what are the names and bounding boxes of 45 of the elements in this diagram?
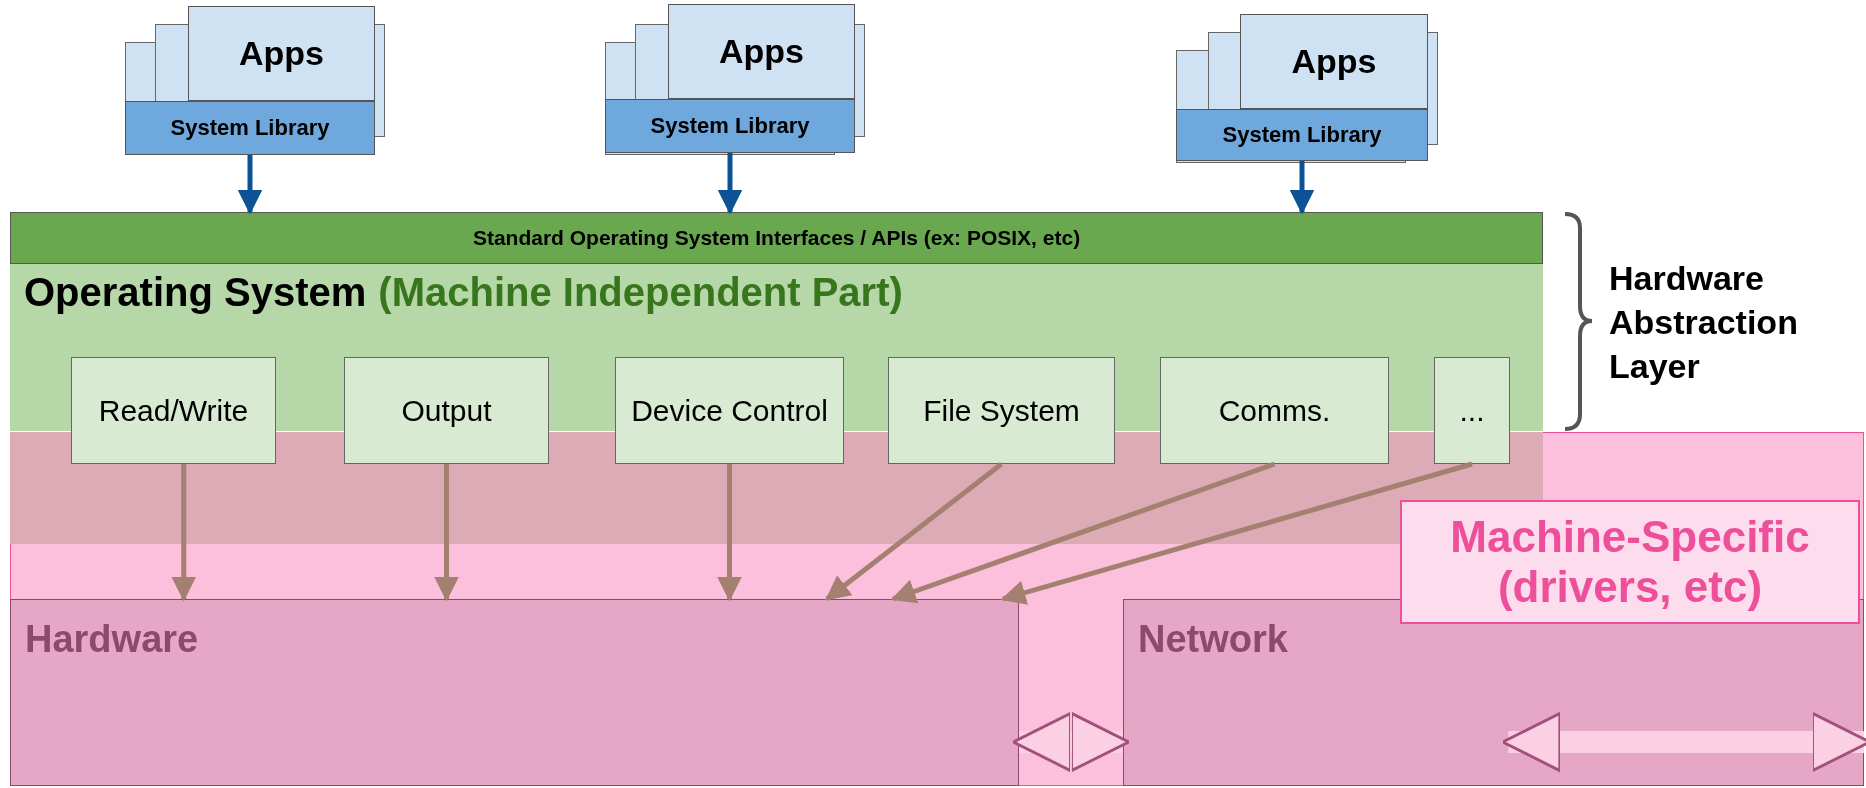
hardware-box [10, 599, 1019, 786]
library-bar [1176, 109, 1428, 161]
library-label: System Library [1222, 122, 1382, 148]
arrow [717, 153, 743, 215]
window-title: Apps [1291, 42, 1377, 81]
module-box [1160, 357, 1389, 464]
module-box [888, 357, 1115, 464]
double-arrow [1501, 711, 1866, 773]
window-title: Apps [719, 32, 804, 71]
arrow [171, 464, 197, 602]
label-box [1400, 500, 1860, 624]
arrow [1289, 161, 1315, 215]
arrow [237, 155, 263, 215]
module-label: Read/Write [98, 393, 249, 428]
module-label: Device Control [631, 393, 828, 428]
panel-title: Operating System [24, 270, 367, 315]
module-box [1434, 357, 1510, 464]
region-title: Network [1138, 618, 1288, 661]
double-arrow [1011, 711, 1131, 773]
layer-label: Hardware Abstraction Layer [1609, 258, 1799, 387]
module-label: ... [1459, 393, 1485, 428]
label-text: Machine-Specific (drivers, etc) [1449, 512, 1811, 612]
module-label: Output [401, 393, 492, 428]
api-label: Standard Operating System Interfaces / APIs (ex: POSIX, etc) [472, 226, 1081, 250]
api-bar [10, 212, 1543, 264]
library-label: System Library [170, 115, 330, 141]
library-label: System Library [650, 113, 810, 139]
module-label: File System [923, 393, 1080, 428]
library-bar [125, 101, 375, 155]
panel-subtitle: (Machine Independent Part) [378, 270, 903, 315]
module-box [71, 357, 276, 464]
region-title: Hardware [25, 618, 199, 661]
arrow [717, 464, 742, 602]
module-box [344, 357, 549, 464]
module-label: Comms. [1218, 393, 1331, 428]
window-title: Apps [239, 34, 324, 73]
apps-window [1240, 14, 1428, 109]
arrow [825, 462, 1004, 601]
arrow [890, 461, 1276, 604]
arrow [1000, 461, 1473, 605]
library-bar [605, 99, 855, 153]
apps-window [188, 6, 375, 101]
arrow [434, 464, 459, 602]
module-box [615, 357, 844, 464]
apps-window [668, 4, 855, 99]
